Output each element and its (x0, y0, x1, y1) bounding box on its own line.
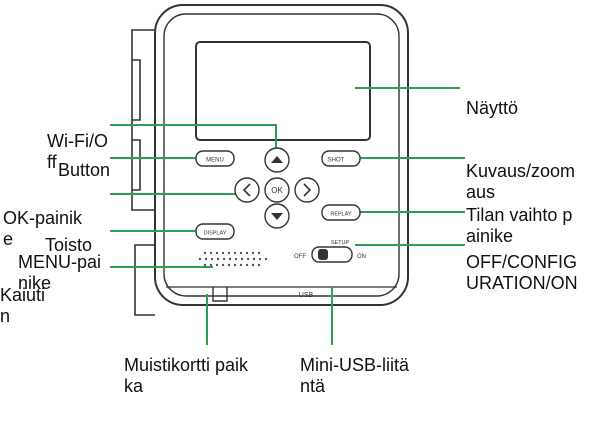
usb-port-label: USB (299, 292, 314, 299)
switch-on-label: ON (357, 254, 366, 260)
ok-button[interactable]: OK (264, 177, 290, 203)
replay-button[interactable]: REPLAY (321, 204, 361, 221)
label-switch: OFF/CONFIGURATION/ON (466, 252, 578, 293)
arrow-left-icon (242, 183, 251, 197)
dpad: OK (234, 147, 320, 229)
dpad-left-button[interactable] (234, 177, 260, 203)
label-screen: Näyttö (466, 98, 519, 118)
label-mode-2: Tilan vaihto painike (466, 205, 573, 246)
device-body (154, 4, 409, 306)
arrow-down-icon (271, 213, 283, 220)
sd-card-slot[interactable] (212, 287, 228, 302)
display-button-label: DISPLAY (204, 231, 227, 237)
label-wifi: Wi-Fi/Off (47, 131, 108, 172)
label-replay-2: MENU-painike (18, 252, 102, 293)
label-sd-slot: Muistikortti paikka (124, 355, 249, 396)
menu-button-label: MENU (206, 158, 224, 164)
label-ok-button: OK-painike (3, 208, 83, 249)
switch-knob[interactable] (318, 249, 328, 260)
screen (195, 41, 371, 141)
shot-button[interactable]: SHOT (321, 150, 361, 167)
menu-button[interactable]: MENU (195, 150, 235, 167)
label-usb: Mini-USB-liitäntä (300, 355, 410, 396)
switch-setup-label: SETUP (331, 240, 350, 246)
speaker-grille (198, 251, 268, 267)
label-mode: Kuvaus/zoomaus (466, 161, 576, 202)
leader-lines (110, 87, 465, 345)
label-speaker: Kaiutin (0, 285, 46, 326)
dpad-up-button[interactable] (264, 147, 290, 173)
label-menu-button: Button (58, 160, 111, 180)
dpad-down-button[interactable] (264, 203, 290, 229)
shot-button-label: SHOT (328, 158, 345, 164)
arrow-up-icon (271, 156, 283, 163)
display-button[interactable]: DISPLAY (195, 223, 235, 240)
switch-off-label: OFF (294, 254, 306, 260)
label-replay: Toisto (45, 235, 93, 255)
side-strap (131, 29, 155, 316)
mode-switch[interactable]: SETUP OFF ON (294, 240, 366, 263)
arrow-right-icon (303, 183, 312, 197)
ok-button-label: OK (271, 186, 283, 195)
dpad-right-button[interactable] (294, 177, 320, 203)
replay-button-label: REPLAY (330, 212, 352, 218)
